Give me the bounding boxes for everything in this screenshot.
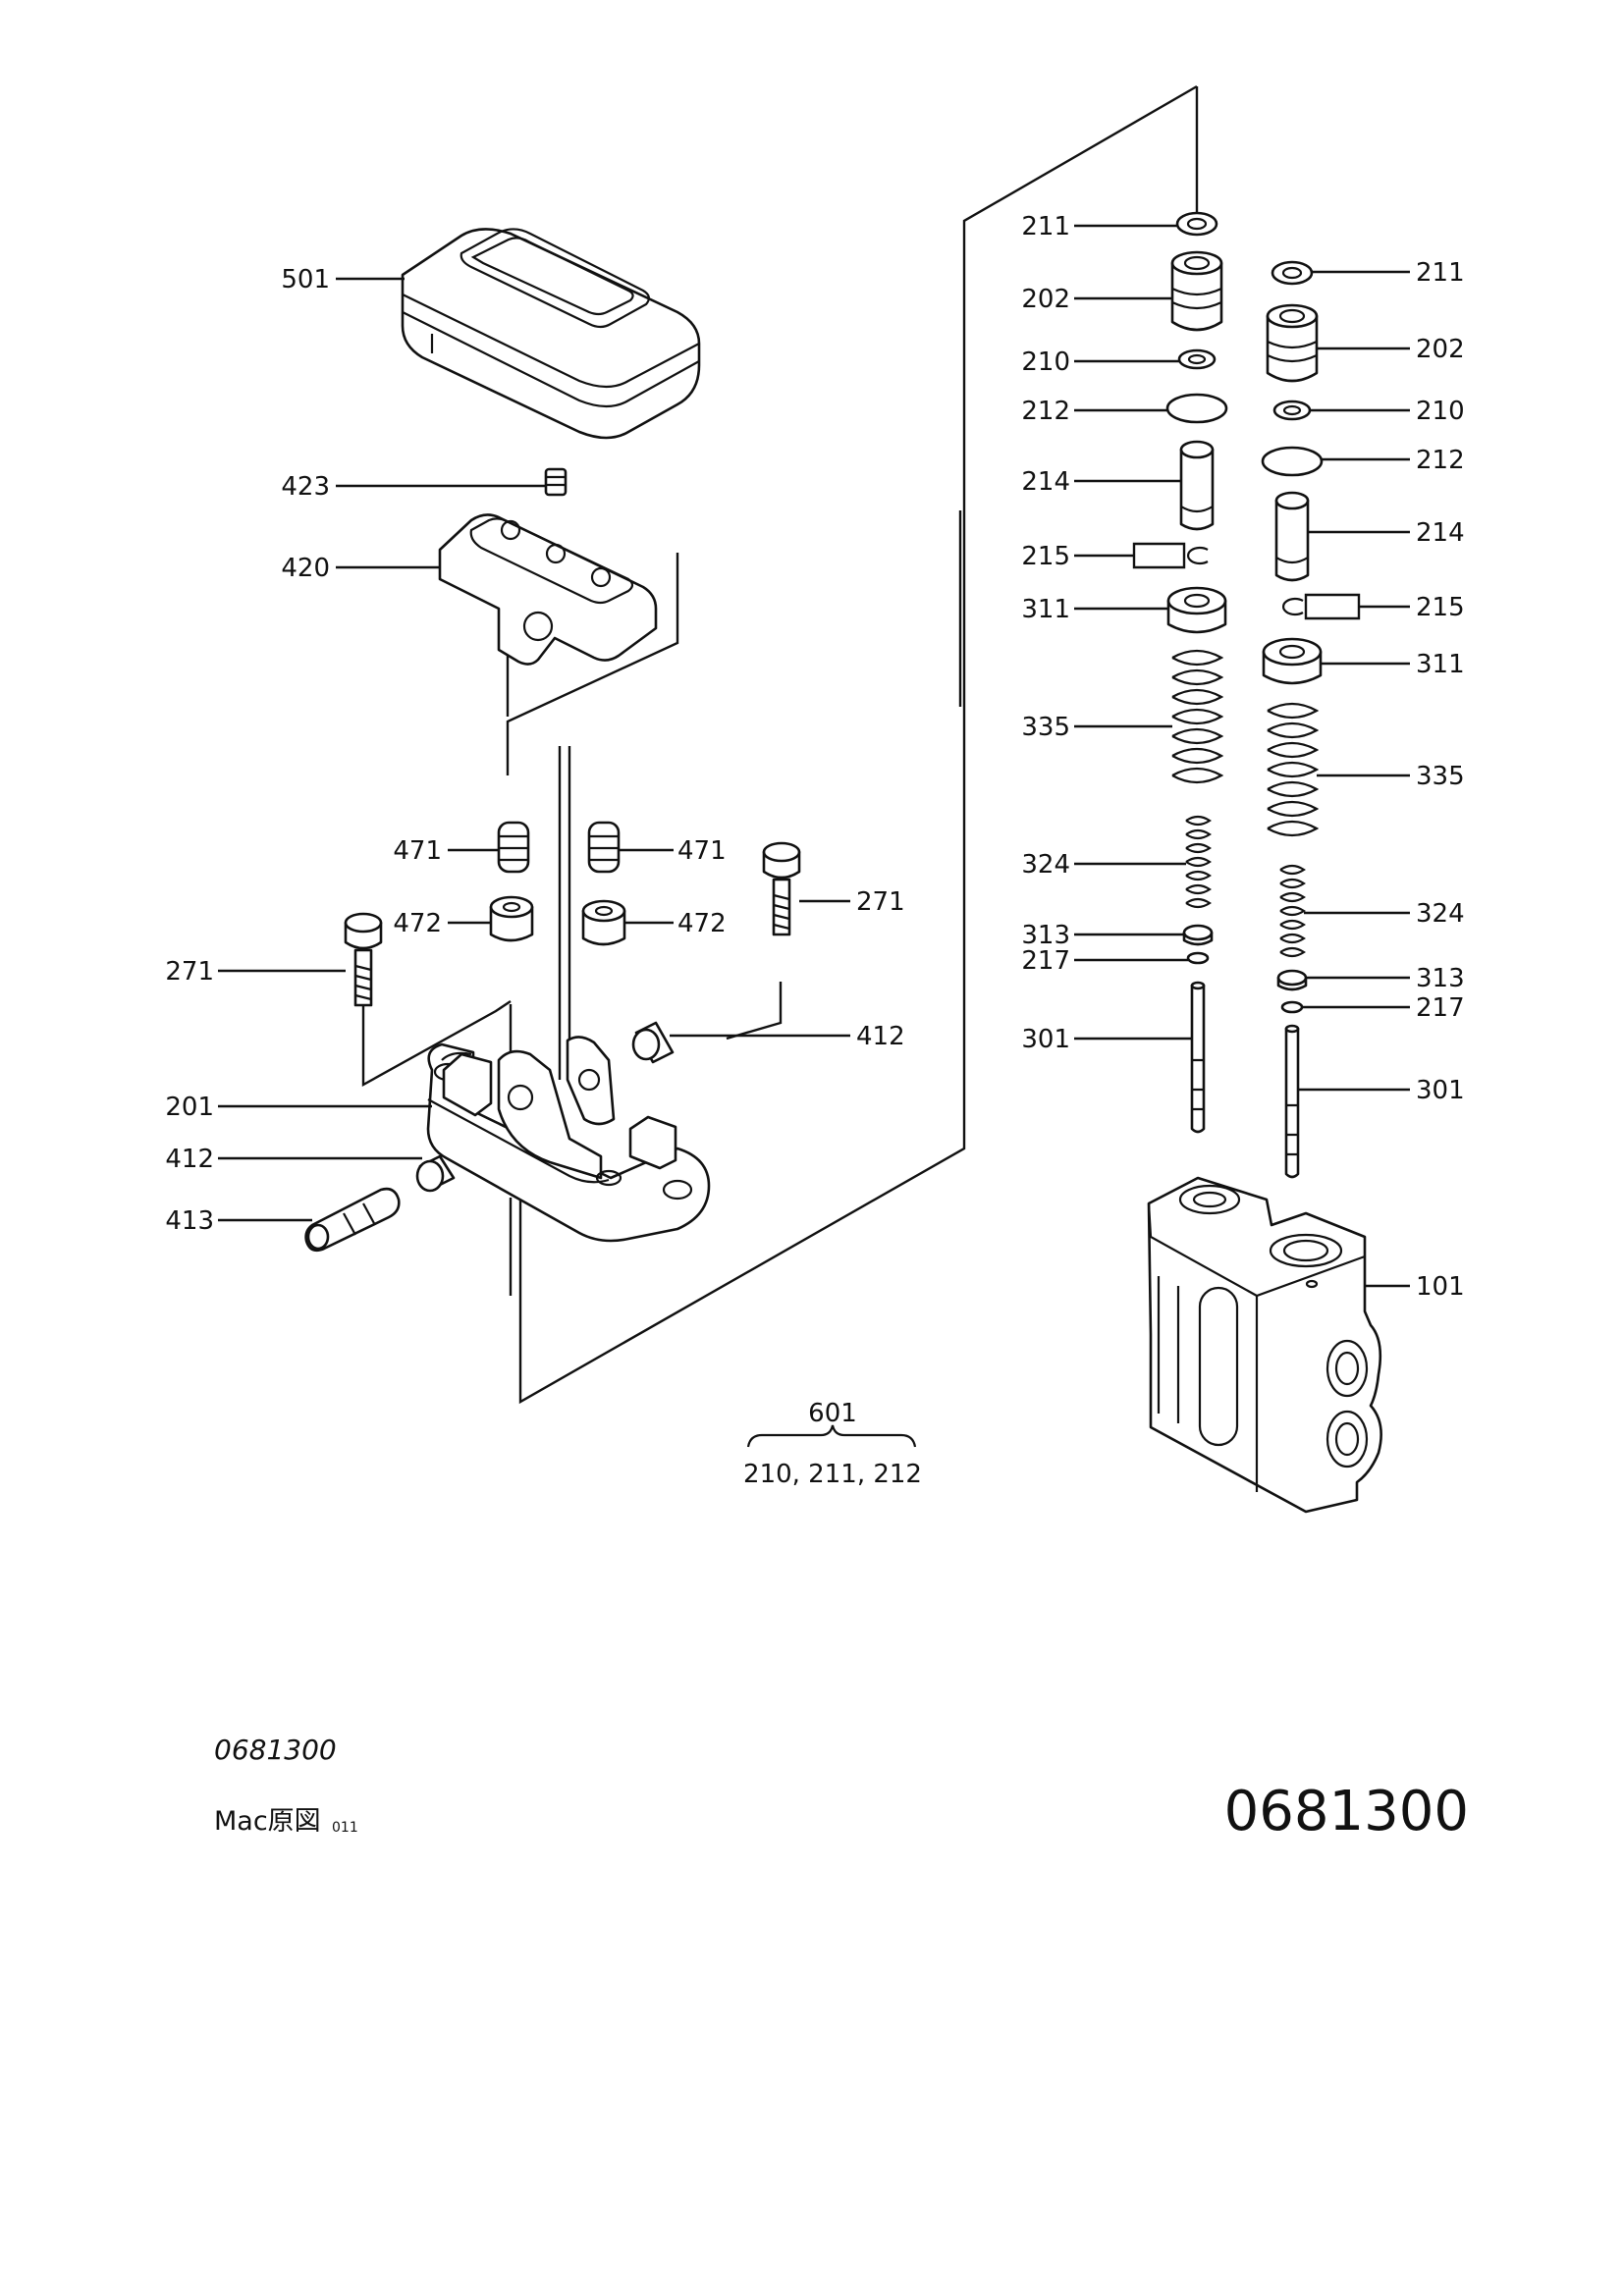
part-202-plug-right [1266,303,1319,383]
part-202-plug-left [1170,250,1223,332]
part-472-nut-right [581,899,626,946]
label-413: 413 [165,1206,214,1236]
part-472-nut-left [489,895,534,942]
part-211-washer-left [1175,211,1218,237]
label-472-left: 472 [393,909,442,938]
label-214-right: 214 [1416,518,1465,548]
label-202-left: 202 [1021,285,1070,314]
part-214-sleeve-right [1274,491,1310,582]
label-472-right: 472 [677,909,727,938]
drawing-code: 0681300 [214,1734,337,1766]
part-217-shim-left [1186,951,1210,965]
label-311-left: 311 [1021,595,1070,624]
part-101-casing [1147,1176,1382,1514]
part-313-retainer-right [1276,969,1308,991]
source-number: 011 [332,1820,358,1836]
part-214-sleeve-left [1179,440,1215,531]
label-412-lower: 412 [165,1145,214,1174]
part-412-pin-lower [415,1154,456,1193]
label-212-right: 212 [1416,446,1465,475]
label-214-left: 214 [1021,467,1070,497]
part-311-spring-seat-right [1262,637,1323,685]
part-212-oring-right [1261,446,1324,477]
part-number: 0681300 [1224,1780,1469,1843]
part-211-washer-right [1271,260,1314,286]
source-label: Mac原図 [214,1806,321,1837]
label-471-left: 471 [393,836,442,866]
label-501: 501 [281,265,330,294]
label-412-upper: 412 [856,1022,905,1051]
part-201-casing [426,1036,711,1243]
label-212-left: 212 [1021,397,1070,426]
part-301-spool-left [1190,981,1206,1134]
label-601: 601 [808,1399,857,1428]
label-215-right: 215 [1416,593,1465,622]
part-501-boot [401,228,701,440]
label-301-left: 301 [1021,1025,1070,1054]
label-271-left: 271 [165,957,214,987]
part-324-spring-left [1185,815,1212,909]
part-215-ring-left [1186,546,1209,565]
label-217-left: 217 [1021,946,1070,976]
label-313-right: 313 [1416,964,1465,993]
part-210-seal-left [1177,348,1217,370]
label-210-left: 210 [1021,347,1070,377]
label-210-right: 210 [1416,397,1465,426]
label-215-left: 215 [1021,542,1070,571]
part-412-pin-upper [631,1021,675,1064]
label-324-right: 324 [1416,899,1465,929]
label-211-right: 211 [1416,258,1465,288]
part-335-spring-right [1267,702,1320,837]
part-301-spool-right [1284,1024,1300,1179]
part-271-bolt-left [344,912,383,1007]
assembly-guide-lines [361,84,1199,1405]
label-420: 420 [281,554,330,583]
label-423: 423 [281,472,330,502]
label-217-right: 217 [1416,993,1465,1023]
part-471-pin-right [587,821,621,874]
part-215-ring-right [1281,597,1304,616]
label-324-left: 324 [1021,850,1070,880]
label-335-right: 335 [1416,762,1465,791]
label-471-right: 471 [677,836,727,866]
label-211-left: 211 [1021,212,1070,241]
label-313-left: 313 [1021,921,1070,950]
kit-601-brace [746,1424,917,1448]
leader-lines [218,224,1410,1288]
label-101: 101 [1416,1272,1465,1302]
part-311-spring-seat-left [1166,586,1227,634]
part-324-spring-right [1279,864,1306,958]
part-313-retainer-left [1182,924,1214,946]
label-335-left: 335 [1021,713,1070,742]
part-420-cam [438,513,658,666]
part-212-oring-left [1165,393,1228,424]
label-271-right: 271 [856,887,905,917]
label-202-right: 202 [1416,335,1465,364]
part-271-bolt-right [762,841,801,936]
part-471-pin-left [497,821,530,874]
callout-labels: 501 423 420 471 471 472 472 271 271 412 … [165,212,1464,1489]
part-217-shim-right [1280,1000,1304,1014]
part-423-set-screw [544,467,568,497]
part-335-spring-left [1171,649,1224,784]
label-301-right: 301 [1416,1076,1465,1105]
label-311-right: 311 [1416,650,1465,679]
part-413-push-rod [304,1187,401,1253]
label-201: 201 [165,1093,214,1122]
drawing-footer: 0681300 Mac原図 011 0681300 [214,1734,1469,1843]
kit-601-contents: 210, 211, 212 [743,1460,922,1489]
part-210-seal-right [1272,400,1312,421]
